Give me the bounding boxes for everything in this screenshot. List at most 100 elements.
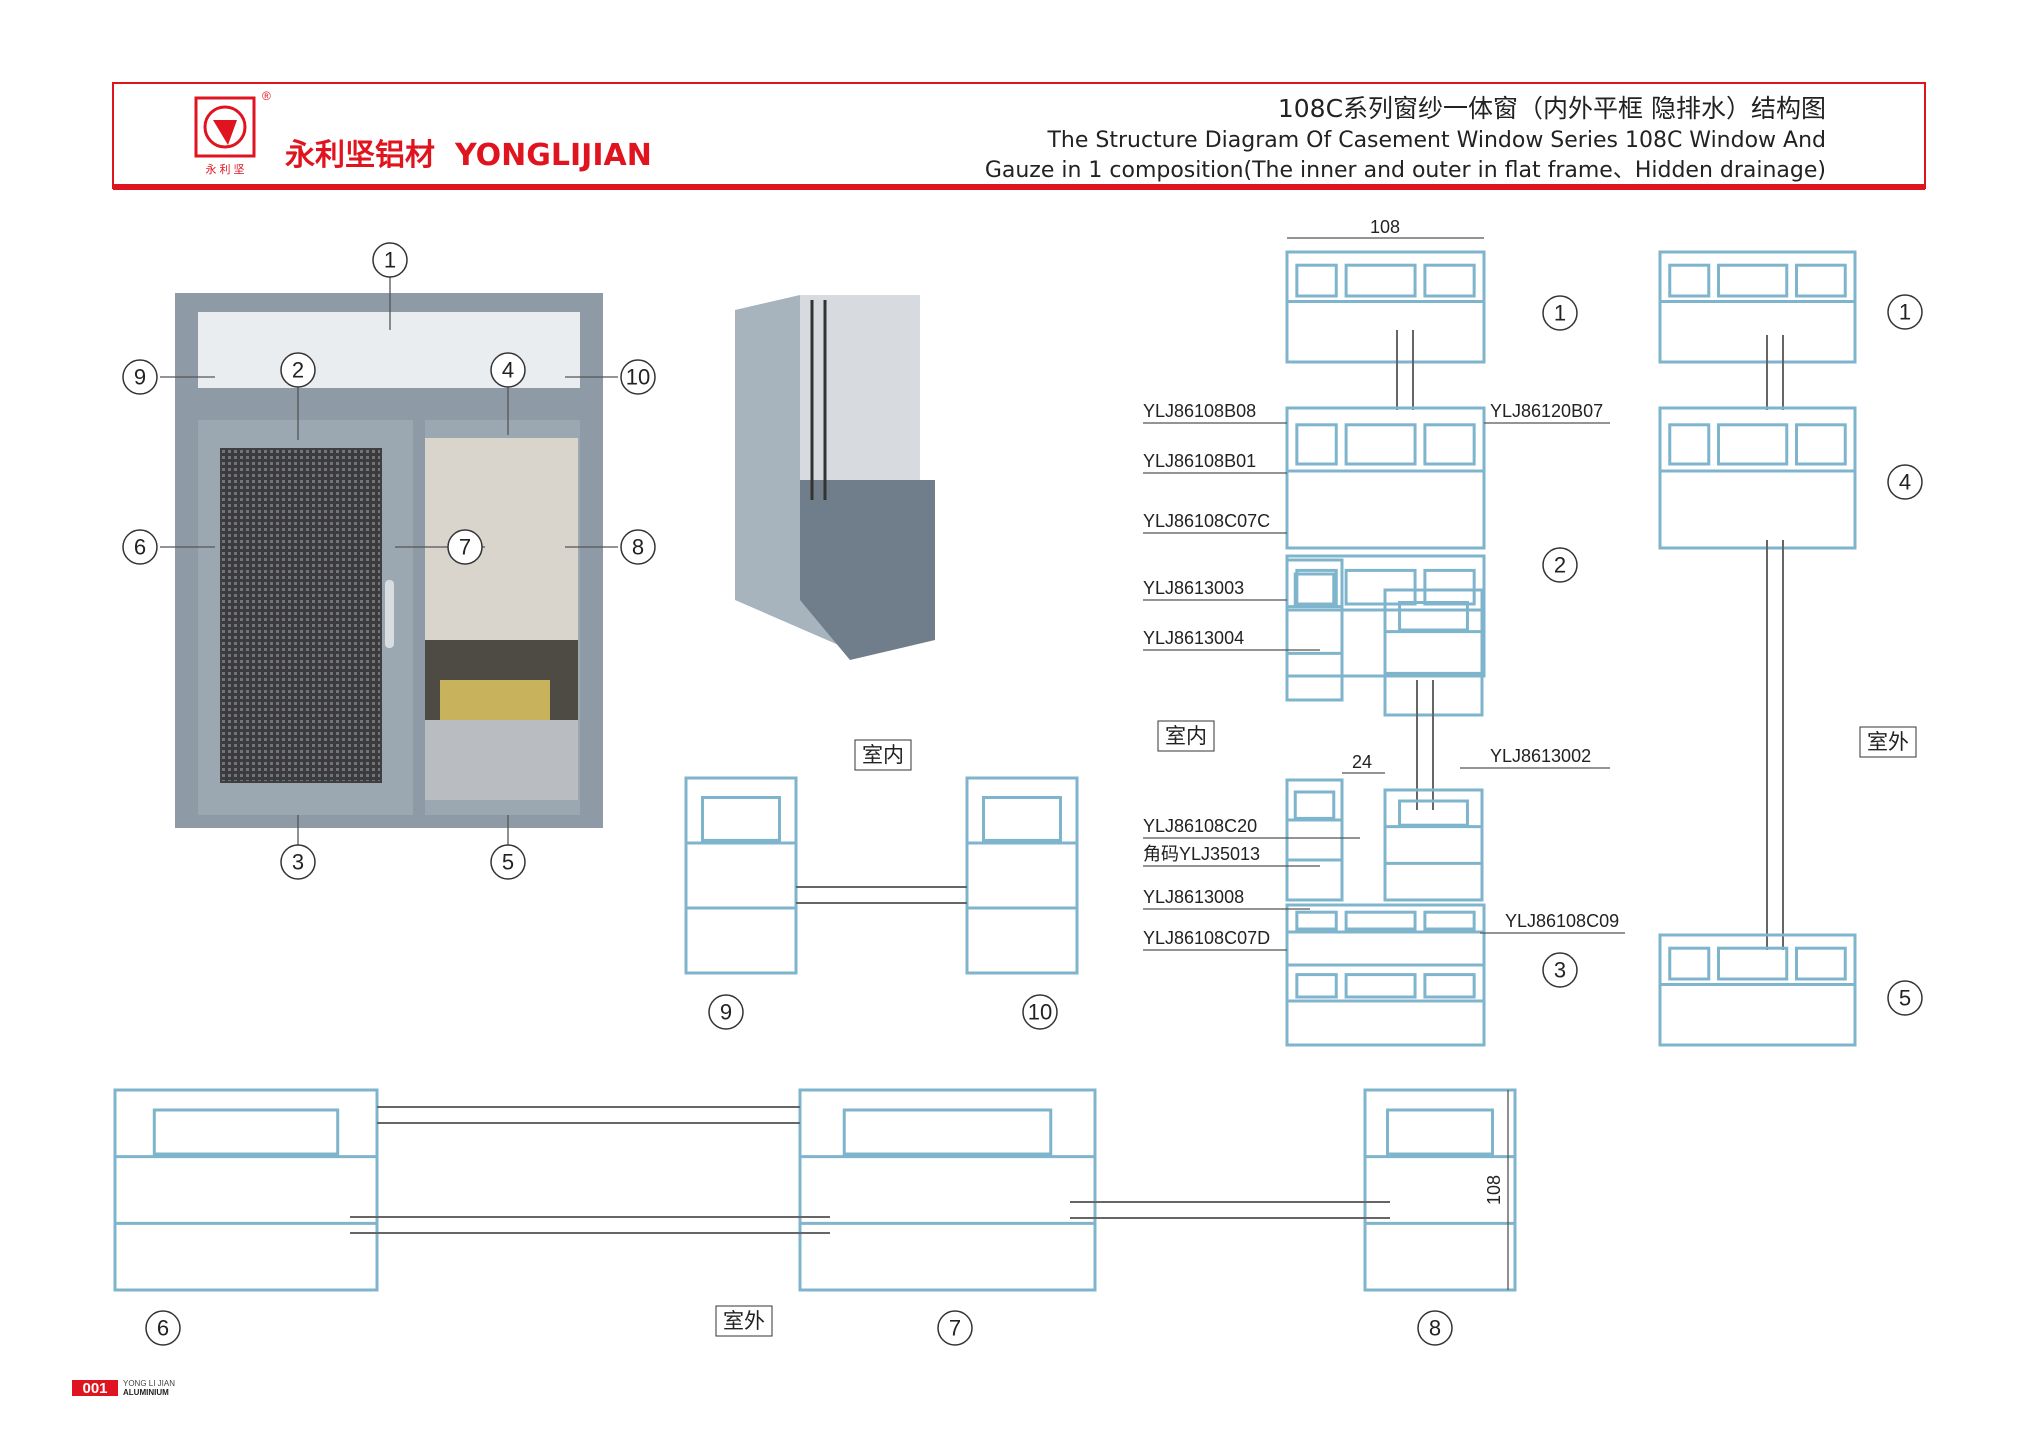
svg-text:10: 10 <box>1028 1000 1052 1025</box>
callout-9: 9 <box>122 359 158 395</box>
part-label: YLJ8613004 <box>1143 628 1244 648</box>
callout-4: 4 <box>490 352 526 388</box>
profile-block <box>1658 406 1857 550</box>
corner-profile-3d <box>735 295 935 660</box>
svg-text:4: 4 <box>1899 470 1911 495</box>
glass-pane <box>1766 335 1784 410</box>
callout-1: 1 <box>1542 295 1578 331</box>
part-label: YLJ86108C20 <box>1143 816 1257 836</box>
glass-pane <box>1396 330 1414 410</box>
part-label: YLJ86120B07 <box>1490 401 1603 421</box>
part-labels: YLJ86108B08 YLJ86120B07 YLJ86108B01 YLJ8… <box>1143 401 1619 948</box>
glass-pane <box>1766 540 1784 950</box>
brand-name-en: YONGLIJIAN <box>454 138 652 173</box>
part-label: YLJ86108B01 <box>1143 451 1256 471</box>
callout-6: 6 <box>145 1310 181 1346</box>
part-label: YLJ86108C07D <box>1143 928 1270 948</box>
svg-text:9: 9 <box>134 365 146 390</box>
callout-10: 10 <box>1022 994 1058 1030</box>
svg-text:5: 5 <box>1899 986 1911 1011</box>
svg-text:6: 6 <box>134 535 146 560</box>
svg-text:1: 1 <box>1899 300 1911 325</box>
outdoor-label-1: 室外 <box>1859 726 1917 758</box>
part-label: 角码YLJ35013 <box>1143 844 1260 864</box>
callout-3: 3 <box>280 844 316 880</box>
svg-text:8: 8 <box>1429 1316 1441 1341</box>
svg-text:永 利 坚: 永 利 坚 <box>205 162 244 176</box>
profile-sections <box>113 250 1857 1292</box>
svg-text:2: 2 <box>292 358 304 383</box>
logo: ® 永 利 坚 <box>194 89 271 176</box>
svg-text:4: 4 <box>502 358 514 383</box>
callout-7: 7 <box>447 529 483 565</box>
profile-block <box>1285 250 1486 364</box>
svg-text:9: 9 <box>720 1000 732 1025</box>
part-label: YLJ8613002 <box>1490 746 1591 766</box>
svg-text:7: 7 <box>949 1316 961 1341</box>
part-label: YLJ86108B08 <box>1143 401 1256 421</box>
callout-3: 3 <box>1542 952 1578 988</box>
svg-text:3: 3 <box>292 850 304 875</box>
svg-text:1: 1 <box>384 248 396 273</box>
svg-text:8: 8 <box>632 535 644 560</box>
part-label: YLJ86108C07C <box>1143 511 1270 531</box>
window-elevation <box>175 293 603 828</box>
footer: 001 YONG LI JIAN ALUMINIUM <box>72 1379 175 1397</box>
indoor-label-1: 室内 <box>854 739 912 771</box>
profile-block <box>1363 1088 1517 1292</box>
callout-8: 8 <box>620 529 656 565</box>
svg-text:1: 1 <box>1554 301 1566 326</box>
profile-block <box>798 1088 1097 1292</box>
leader-lines <box>160 237 1625 1290</box>
dimension-24: 24 <box>1352 752 1372 772</box>
svg-text:6: 6 <box>157 1316 169 1341</box>
callouts: 1 2 3 4 5 6 7 8 9 10 1 2 3 1 4 5 9 10 6 7 8 <box>122 242 1923 1346</box>
profile-block <box>1658 250 1857 364</box>
callout-5: 5 <box>1887 980 1923 1016</box>
profile-block <box>965 776 1079 975</box>
callout-2: 2 <box>280 352 316 388</box>
svg-text:室内: 室内 <box>862 743 904 767</box>
profile-block <box>1383 788 1484 902</box>
profile-block <box>1285 903 1486 967</box>
title-en-line2: Gauze in 1 composition(The inner and out… <box>985 158 1826 183</box>
header: ® 永 利 坚 永利坚铝材 YONGLIJIAN 108C系列窗纱一体窗（内外平… <box>112 82 1926 190</box>
svg-text:7: 7 <box>459 535 471 560</box>
profile-block <box>1285 558 1344 702</box>
callout-10: 10 <box>620 359 656 395</box>
indoor-label-2: 室内 <box>1157 720 1215 752</box>
profile-block <box>113 1088 379 1292</box>
outdoor-label-2: 室外 <box>715 1305 773 1337</box>
svg-text:室内: 室内 <box>1165 724 1207 748</box>
svg-text:室外: 室外 <box>1867 730 1909 754</box>
callout-4: 4 <box>1887 464 1923 500</box>
part-label: YLJ8613008 <box>1143 887 1244 907</box>
callout-6: 6 <box>122 529 158 565</box>
part-label: YLJ86108C09 <box>1505 911 1619 931</box>
glass-pane <box>1070 1201 1390 1219</box>
profile-block <box>1285 963 1486 1047</box>
svg-text:3: 3 <box>1554 958 1566 983</box>
svg-text:YONG LI JIAN: YONG LI JIAN <box>123 1379 175 1388</box>
profile-block <box>1285 406 1486 550</box>
svg-text:2: 2 <box>1554 553 1566 578</box>
svg-text:室外: 室外 <box>723 1309 765 1333</box>
svg-text:5: 5 <box>502 850 514 875</box>
title-en-line1: The Structure Diagram Of Casement Window… <box>1046 128 1826 153</box>
callout-2: 2 <box>1542 547 1578 583</box>
brand-name-cn: 永利坚铝材 <box>285 138 435 173</box>
callout-7: 7 <box>937 1310 973 1346</box>
glass-pane <box>377 1106 800 1124</box>
profile-block <box>1658 933 1857 1047</box>
profile-block <box>684 776 798 975</box>
callout-5: 5 <box>490 844 526 880</box>
callout-9: 9 <box>708 994 744 1030</box>
profile-block <box>1285 778 1344 902</box>
glass-pane <box>1416 680 1434 810</box>
glass-pane <box>796 886 967 904</box>
dimension-108-side: 108 <box>1484 1175 1504 1205</box>
page-number: 001 <box>82 1380 107 1397</box>
svg-text:ALUMINIUM: ALUMINIUM <box>123 1388 169 1397</box>
callout-1: 1 <box>372 242 408 278</box>
